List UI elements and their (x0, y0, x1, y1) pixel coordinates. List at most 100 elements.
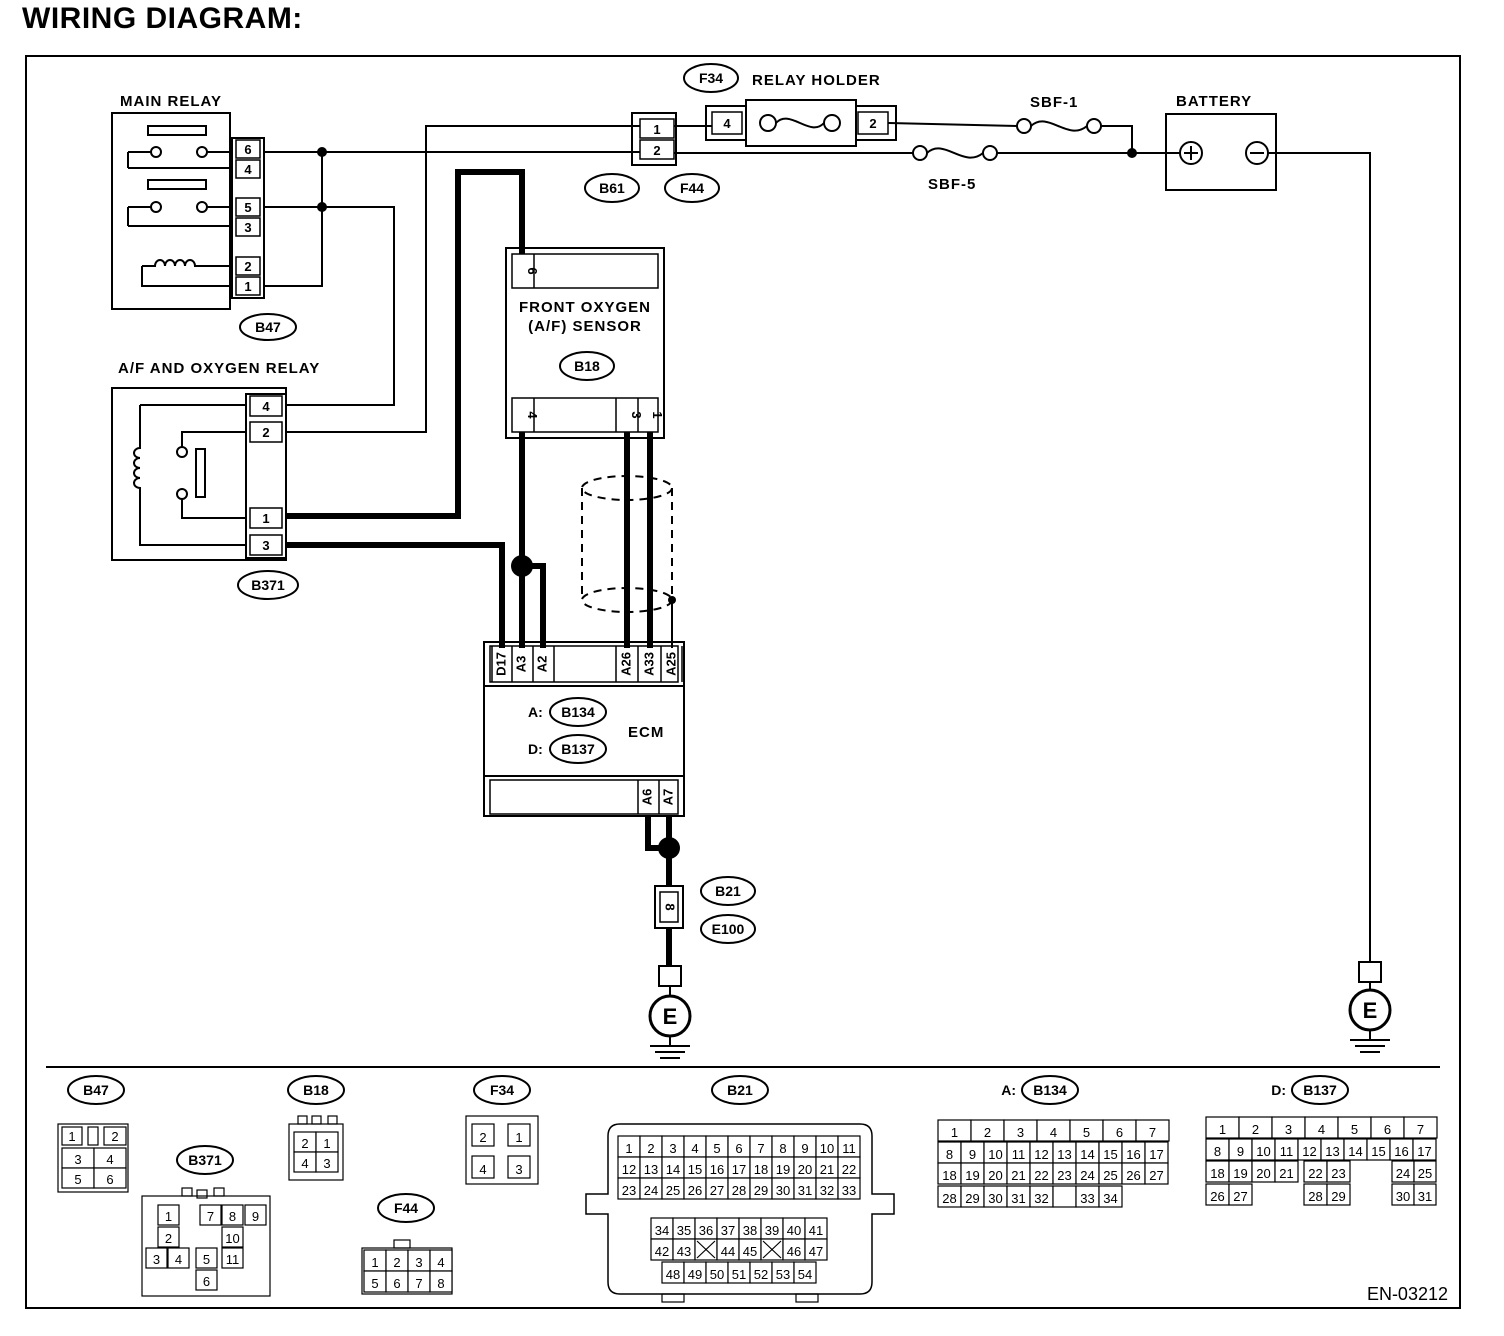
b134-label: B134 (561, 704, 595, 720)
b134-cell (1144, 1162, 1169, 1185)
b137-cell (1403, 1116, 1438, 1139)
b137-cell-21: 21 (1279, 1166, 1293, 1181)
b134-cell (1052, 1185, 1077, 1208)
b21-face-tag (711, 1075, 769, 1105)
af-relay-label: A/F AND OXYGEN RELAY (118, 360, 320, 377)
b371-cell-6: 6 (203, 1274, 210, 1289)
f34-cell (507, 1123, 531, 1147)
b371-cell-4: 4 (175, 1252, 182, 1267)
b21-cell-42: 42 (655, 1244, 669, 1259)
sbf5-label: SBF-5 (928, 176, 976, 193)
b371-cell-3: 3 (153, 1252, 160, 1267)
b137-cell-8: 8 (1214, 1144, 1221, 1159)
b61-tag (584, 173, 640, 203)
b137-cell-18: 18 (1210, 1166, 1224, 1181)
b47-cell (87, 1126, 99, 1146)
b134-cell-5: 5 (1083, 1125, 1090, 1140)
b21-cell (793, 1261, 817, 1284)
b137-cell-22: 22 (1308, 1166, 1322, 1181)
b21-cell-23: 23 (622, 1183, 636, 1198)
b137-cell (1326, 1160, 1351, 1183)
b134-face-tag (1021, 1075, 1079, 1105)
b137-cell-28: 28 (1308, 1189, 1322, 1204)
af-relay-pin-box (249, 507, 283, 529)
b137-cell (1274, 1160, 1299, 1183)
relay-holder-pin-2: 2 (869, 116, 876, 131)
b371-face-tag (176, 1145, 234, 1175)
b21-cell-18: 18 (754, 1162, 768, 1177)
b21-cell-4: 4 (691, 1141, 698, 1156)
b134-cell-2: 2 (984, 1125, 991, 1140)
b371-cell (199, 1204, 222, 1226)
e100-tag (700, 914, 756, 944)
b134-cell-15: 15 (1103, 1147, 1117, 1162)
b371-label: B371 (251, 577, 285, 593)
f34-tag (683, 63, 739, 93)
b21-cell-53: 53 (776, 1267, 790, 1282)
b21-cell-45: 45 (743, 1244, 757, 1259)
b371-cell-5: 5 (203, 1252, 210, 1267)
af-relay-pin-2: 2 (262, 425, 269, 440)
f34-cell (471, 1155, 495, 1179)
b21-cell (837, 1177, 861, 1200)
f44-cell-1: 1 (371, 1255, 378, 1270)
b47-face-label: B47 (83, 1082, 109, 1098)
b21-cell-34: 34 (655, 1223, 669, 1238)
sensor-label-2: (A/F) SENSOR (528, 318, 642, 335)
b134-cell-26: 26 (1126, 1168, 1140, 1183)
ecm-pin-d17: D17 (493, 652, 508, 676)
b18-cell-1: 1 (323, 1136, 330, 1151)
af-relay-pin-box (249, 534, 283, 556)
b21-cell-36: 36 (699, 1223, 713, 1238)
b61-pin-1: 1 (653, 122, 660, 137)
front-oxygen-sensor: 6 FRONT OXYGEN (A/F) SENSOR B18 4 3 1 (505, 247, 665, 439)
b137-cell (1412, 1138, 1437, 1161)
b134-cell-6: 6 (1116, 1125, 1123, 1140)
b134-cell-33: 33 (1080, 1191, 1094, 1206)
b137-cell (1326, 1183, 1351, 1206)
ground-ecm: E (648, 965, 692, 1059)
b137-cell-14: 14 (1348, 1144, 1362, 1159)
b371-cell (221, 1204, 244, 1226)
b21-cell (804, 1238, 828, 1261)
b137-tag (549, 734, 607, 764)
b137-cell-13: 13 (1325, 1144, 1339, 1159)
b21-cell-22: 22 (842, 1162, 856, 1177)
f44-face-label: F44 (394, 1200, 418, 1216)
b134-cell-11: 11 (1012, 1147, 1026, 1162)
b21-cell-31: 31 (798, 1183, 812, 1198)
b134-cell-29: 29 (965, 1191, 979, 1206)
b137-cell (1228, 1183, 1253, 1206)
b371-cell (195, 1247, 218, 1269)
b47-cell-1: 1 (68, 1129, 75, 1144)
b137-cell-17: 17 (1417, 1144, 1431, 1159)
f44-cell-2: 2 (393, 1255, 400, 1270)
b21-cell-40: 40 (787, 1223, 801, 1238)
thin-wires (264, 122, 1371, 962)
b134-cell-1: 1 (951, 1125, 958, 1140)
b134-cell-22: 22 (1034, 1168, 1048, 1183)
b21-cell-39: 39 (765, 1223, 779, 1238)
b137-cell-2: 2 (1252, 1122, 1259, 1137)
b21-cell-38: 38 (743, 1223, 757, 1238)
b134-cell-8: 8 (946, 1147, 953, 1162)
b21-cell-46: 46 (787, 1244, 801, 1259)
b21-cell-20: 20 (798, 1162, 812, 1177)
b137-cell-3: 3 (1285, 1122, 1292, 1137)
ground-battery: E (1348, 961, 1392, 1053)
b21-cell-52: 52 (754, 1267, 768, 1282)
f34-cell-3: 3 (515, 1162, 522, 1177)
f34-label: F34 (699, 70, 723, 86)
b137-cell-11: 11 (1280, 1144, 1294, 1159)
b137-cell-23: 23 (1331, 1166, 1345, 1181)
f44-tag (664, 173, 720, 203)
b47-tag (239, 313, 297, 341)
b134-cell-3: 3 (1017, 1125, 1024, 1140)
b371-cell (195, 1269, 218, 1291)
sensor-pin-6: 6 (525, 267, 540, 274)
b21-face-label: B21 (727, 1082, 753, 1098)
b21-cell-43: 43 (677, 1244, 691, 1259)
